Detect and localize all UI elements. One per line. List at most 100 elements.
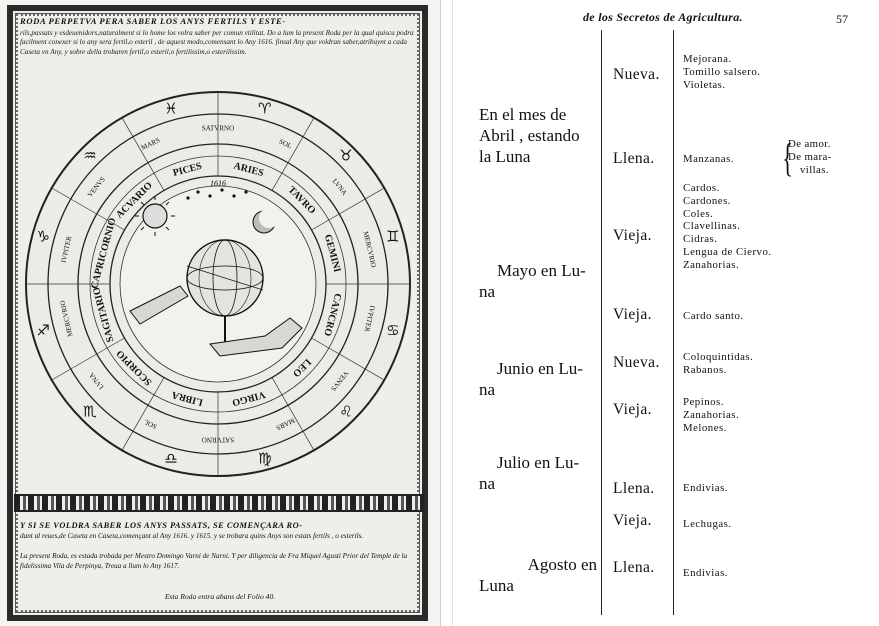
broadsheet-title: RODA PERPETVA PERA SABER LOS ANYS FERTIL…	[20, 16, 286, 26]
planet-label: SATVRNO	[202, 435, 234, 443]
month-label-line: la Luna	[479, 147, 531, 166]
plant-list: Endivias.	[683, 482, 728, 495]
plant-item: Cardo santo.	[683, 310, 744, 322]
plant-list: Endivias.	[683, 567, 728, 580]
wheel-spoke	[121, 377, 165, 451]
book-page-panel: de los Secretos de Agricultura. 57 En el…	[452, 0, 879, 626]
month-label-line: Junio en Lu-	[497, 359, 583, 378]
month-label-line: Luna	[479, 576, 514, 595]
zodiac-glyph-icon: ♒	[83, 147, 96, 165]
plant-item: Zanahorias.	[683, 408, 740, 421]
footer-note: La present Roda, es estada trobada per M…	[20, 552, 408, 570]
moon-phase: Llena.	[613, 150, 655, 167]
plant-item: Coles.	[683, 207, 714, 220]
wheel-spoke	[271, 377, 315, 451]
plant-item: Violetas.	[683, 78, 726, 91]
moon-phase: Vieja.	[613, 512, 652, 529]
plant-item: Coloquintidas.	[683, 351, 754, 363]
stars-icon	[186, 188, 248, 200]
plant-item: Mejorana.	[683, 53, 732, 65]
footer-title: Y SI SE VOLDRA SABER LOS ANYS PASSATS, S…	[20, 521, 303, 530]
perpetual-wheel: ARIESTAVROGEMINICANCROLEOVIRGOLIBRASCORP…	[25, 91, 411, 477]
brace-icon: {	[782, 135, 793, 180]
plant-item: Pepinos.	[683, 396, 724, 408]
plant-item: Clavellinas.	[683, 220, 741, 233]
moon-phase: Llena.	[613, 480, 655, 497]
plant-item: Tomillo salsero.	[683, 65, 761, 78]
month-label-line: Abril , estando	[479, 126, 580, 145]
sun-icon	[135, 196, 175, 236]
side-note-line: De mara-	[788, 150, 832, 163]
zodiac-glyph-icon: ♓	[164, 100, 177, 118]
wheel-spoke	[311, 187, 385, 231]
plant-item: Melones.	[683, 421, 727, 434]
zodiac-glyph-icon: ♊	[386, 228, 399, 246]
wheel-spoke	[121, 117, 165, 191]
moon-phase: Vieja.	[613, 306, 652, 323]
plant-item: Zanahorias.	[683, 258, 740, 271]
moon-phase: Nueva.	[613, 66, 660, 83]
center-year: 1616	[210, 179, 226, 188]
zodiac-glyph-icon: ♉	[339, 147, 352, 165]
side-note-line: De amor.	[788, 138, 831, 150]
planet-label: SATVRNO	[202, 125, 234, 133]
broadsheet-panel: RODA PERPETVA PERA SABER LOS ANYS FERTIL…	[0, 0, 441, 626]
month-label: En el mes de Abril , estando la Luna	[479, 104, 580, 167]
plant-list: Mejorana.Tomillo salsero.Violetas.	[683, 53, 760, 91]
month-label-line: En el mes de	[479, 105, 567, 124]
moon-phase: Llena.	[613, 559, 655, 576]
plant-item: Cardones.	[683, 194, 731, 207]
moon-phase: Vieja.	[613, 227, 652, 244]
globe-icon	[186, 239, 264, 348]
plant-item: Endivias.	[683, 567, 728, 579]
month-label-line: na	[479, 474, 496, 493]
page-number: 57	[836, 12, 848, 26]
footer-body: dant al reues,de Caseta en Caseta,començ…	[20, 532, 364, 540]
month-label-line: na	[479, 282, 496, 301]
ornament-band	[14, 494, 424, 512]
plant-item: Cardos.	[683, 182, 720, 194]
running-head: de los Secretos de Agricultura.	[583, 10, 743, 24]
broadsheet-intro: rils,passats y esdeuenidors,naturalment …	[20, 29, 414, 56]
side-note: De amor.De mara-villas.	[788, 138, 832, 176]
zodiac-glyph-icon: ♑	[36, 228, 49, 246]
zodiac-glyph-icon: ♌	[339, 402, 352, 420]
month-label-line: na	[479, 380, 496, 399]
plant-item: Cidras.	[683, 233, 718, 246]
wheel-spoke	[51, 187, 125, 231]
plant-list: Cardo santo.	[683, 310, 744, 323]
zodiac-glyph-icon: ♍	[258, 449, 271, 467]
zodiac-glyph-icon: ♏	[83, 402, 97, 420]
plant-item: Endivias.	[683, 482, 728, 494]
plant-item: Lengua de Ciervo.	[683, 245, 772, 258]
footer-signature: Esta Roda entra abans del Folio 40.	[164, 592, 276, 601]
plant-list: Manzanas.	[683, 153, 734, 166]
moon-phase: Vieja.	[613, 401, 652, 418]
zodiac-glyph-icon: ♎	[164, 449, 177, 467]
zodiac-glyph-icon: ♐	[36, 321, 49, 339]
wheel-spoke	[51, 337, 125, 381]
plant-list: Lechugas.	[683, 518, 732, 531]
moon-phase: Nueva.	[613, 354, 660, 371]
zodiac-glyph-icon: ♈	[258, 100, 271, 118]
month-label-line: Julio en Lu-	[497, 453, 580, 472]
plant-list: Cardos.Cardones.Coles.Clavellinas.Cidras…	[683, 182, 772, 272]
column-rule-left	[601, 30, 602, 615]
month-label: Julio en Lu-na	[479, 452, 580, 494]
hand-icon	[129, 285, 303, 357]
plant-item: Rabanos.	[683, 363, 727, 376]
column-rule-right	[673, 30, 674, 615]
month-label: Junio en Lu-na	[479, 358, 583, 400]
month-label: Mayo en Lu-na	[479, 260, 586, 302]
zodiac-glyph-icon: ♋	[386, 321, 399, 339]
plant-list: Pepinos.Zanahorias.Melones.	[683, 396, 739, 434]
month-label-line: Agosto en	[527, 555, 597, 574]
month-label: Agosto en Luna	[479, 554, 597, 596]
plant-item: Manzanas.	[683, 153, 734, 165]
plant-item: Lechugas.	[683, 518, 732, 530]
side-note-line: villas.	[800, 163, 829, 176]
month-label-line: Mayo en Lu-	[497, 261, 586, 280]
plant-list: Coloquintidas.Rabanos.	[683, 351, 753, 377]
wheel-spoke	[271, 117, 315, 191]
wheel-spoke	[311, 337, 385, 381]
